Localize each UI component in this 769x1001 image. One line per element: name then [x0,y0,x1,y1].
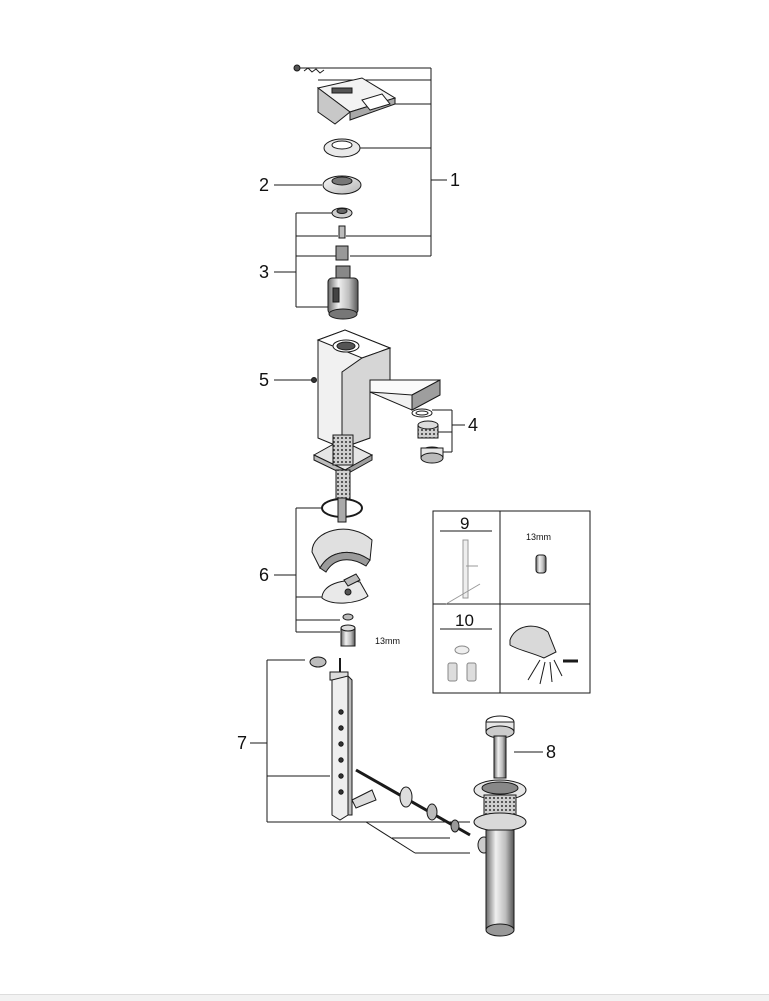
callout-4: 4 [468,415,478,435]
callout-3: 3 [259,262,269,282]
mixer-body-part-5 [311,329,441,449]
key-tool-icon [445,539,481,605]
cover-ring-part-2 [322,175,362,195]
callout-1: 1 [450,170,460,190]
cartridge-part-3 [327,207,359,320]
fixing-set-part-6 [311,497,373,647]
callout-7: 7 [237,733,247,753]
spring-screw [303,67,325,74]
socket-icon [535,554,547,574]
handle-cap-ring [323,138,361,158]
service-caps-icon [447,645,477,682]
callout-6: 6 [259,565,269,585]
popup-linkage-part-7 [309,656,471,837]
callout-2: 2 [259,175,269,195]
tool-9-label: 9 [460,514,469,533]
leader-part-3 [274,212,338,308]
tool-10-label: 10 [455,611,474,630]
set-screw-top [293,64,301,72]
callout-5: 5 [259,370,269,390]
nut-size-label: 13mm [375,636,400,646]
hand-cleaning-icon [509,625,578,685]
lever-handle [293,64,397,125]
popup-waste-part-8 [473,715,527,937]
leader-part-7 [250,659,470,854]
leader-part-1 [300,67,447,257]
wrench-size-label: 13mm [526,532,551,542]
bottom-scroll-edge [0,994,769,1001]
callout-8: 8 [546,742,556,762]
aerator-part-4 [411,408,444,464]
leader-part-6 [274,507,340,633]
tool-box [432,510,591,694]
